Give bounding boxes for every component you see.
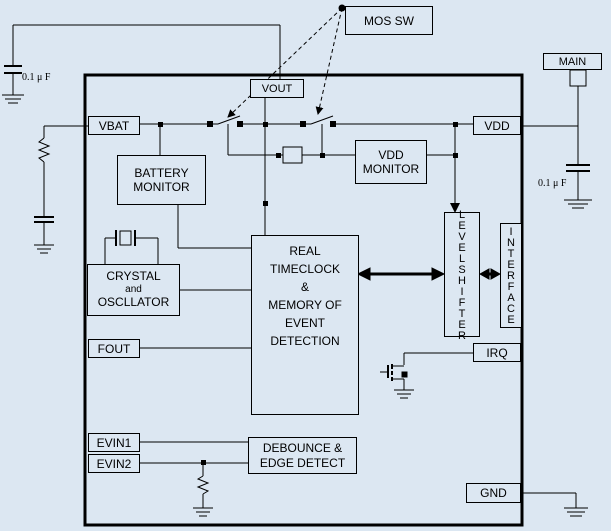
vdd-text: VDD [484,118,510,133]
cap-right-label: 0.1 μ F [538,178,567,189]
power-rail [140,97,473,517]
data-bus-arrows [356,267,502,281]
irq-pin: IRQ [473,343,521,362]
crystal-line-3: OSCLLATOR [97,294,170,309]
vdd-monitor-line-1: VDD [378,148,404,162]
chip-outline [83,73,524,527]
fout-pin: FOUT [88,339,140,358]
evin2-text: EVIN2 [96,456,132,471]
mos-sw-label: MOS SW [345,6,433,35]
debounce-line-1: DEBOUNCE & [262,441,343,456]
irq-mosfet [380,352,473,399]
levelshifter-text: LEVELSHIFTER [456,208,468,341]
gnd-text: GND [480,486,507,500]
vbat-pin: VBAT [88,116,140,135]
vbat-text: VBAT [98,118,130,133]
junction-dots [158,121,458,465]
interface-block: INTERFACE [500,223,522,328]
vdd-pin: VDD [473,116,521,135]
mos-sw-pointers [227,4,346,118]
crystal-oscillator-block: CRYSTAL and OSCLLATOR [87,264,180,316]
rtc-line-1: REAL [289,244,321,258]
main-text: MAIN [558,55,587,68]
crystal-line-2: and [125,284,142,296]
vout-text: VOUT [261,82,293,95]
vdd-monitor-line-2: MONITOR [362,162,420,176]
evin2-pin: EVIN2 [88,454,140,473]
debounce-block: DEBOUNCE & EDGE DETECT [248,437,357,474]
rtc-block: REAL TIMECLOCK & MEMORY OF EVENT DETECTI… [251,235,359,415]
vbat-external [34,125,88,254]
vout-pin: VOUT [250,79,304,98]
crystal-symbol [104,230,159,264]
main-label: MAIN [543,53,602,70]
rtc-line-6: DETECTION [270,334,340,348]
interface-text: INTERFACE [505,226,517,325]
fout-text: FOUT [97,341,131,356]
debounce-line-2: EDGE DETECT [259,455,346,470]
vdd-external [522,69,592,209]
bypass-element [282,146,303,164]
battery-monitor-line-1: BATTERY [134,166,189,180]
rtc-line-3: & [300,280,309,294]
gnd-external [522,492,588,517]
mos-sw-text: MOS SW [364,13,414,28]
gnd-pin: GND [466,483,521,503]
crystal-line-1: CRYSTAL [106,269,161,284]
rtc-line-2: TIMECLOCK [269,262,340,276]
levelshifter-block: LEVELSHIFTER [444,209,480,341]
evin1-text: EVIN1 [96,435,132,450]
rtc-line-4: MEMORY OF [268,298,342,312]
evin1-pin: EVIN1 [88,433,140,452]
cap-left-label: 0.1 μ F [22,72,51,83]
vout-capacitor [2,24,281,104]
irq-text: IRQ [486,345,508,360]
rtc-line-5: EVENT [284,316,325,330]
vdd-monitor-block: VDD MONITOR [355,140,427,184]
battery-monitor-block: BATTERY MONITOR [117,155,206,205]
battery-monitor-line-2: MONITOR [133,180,190,194]
